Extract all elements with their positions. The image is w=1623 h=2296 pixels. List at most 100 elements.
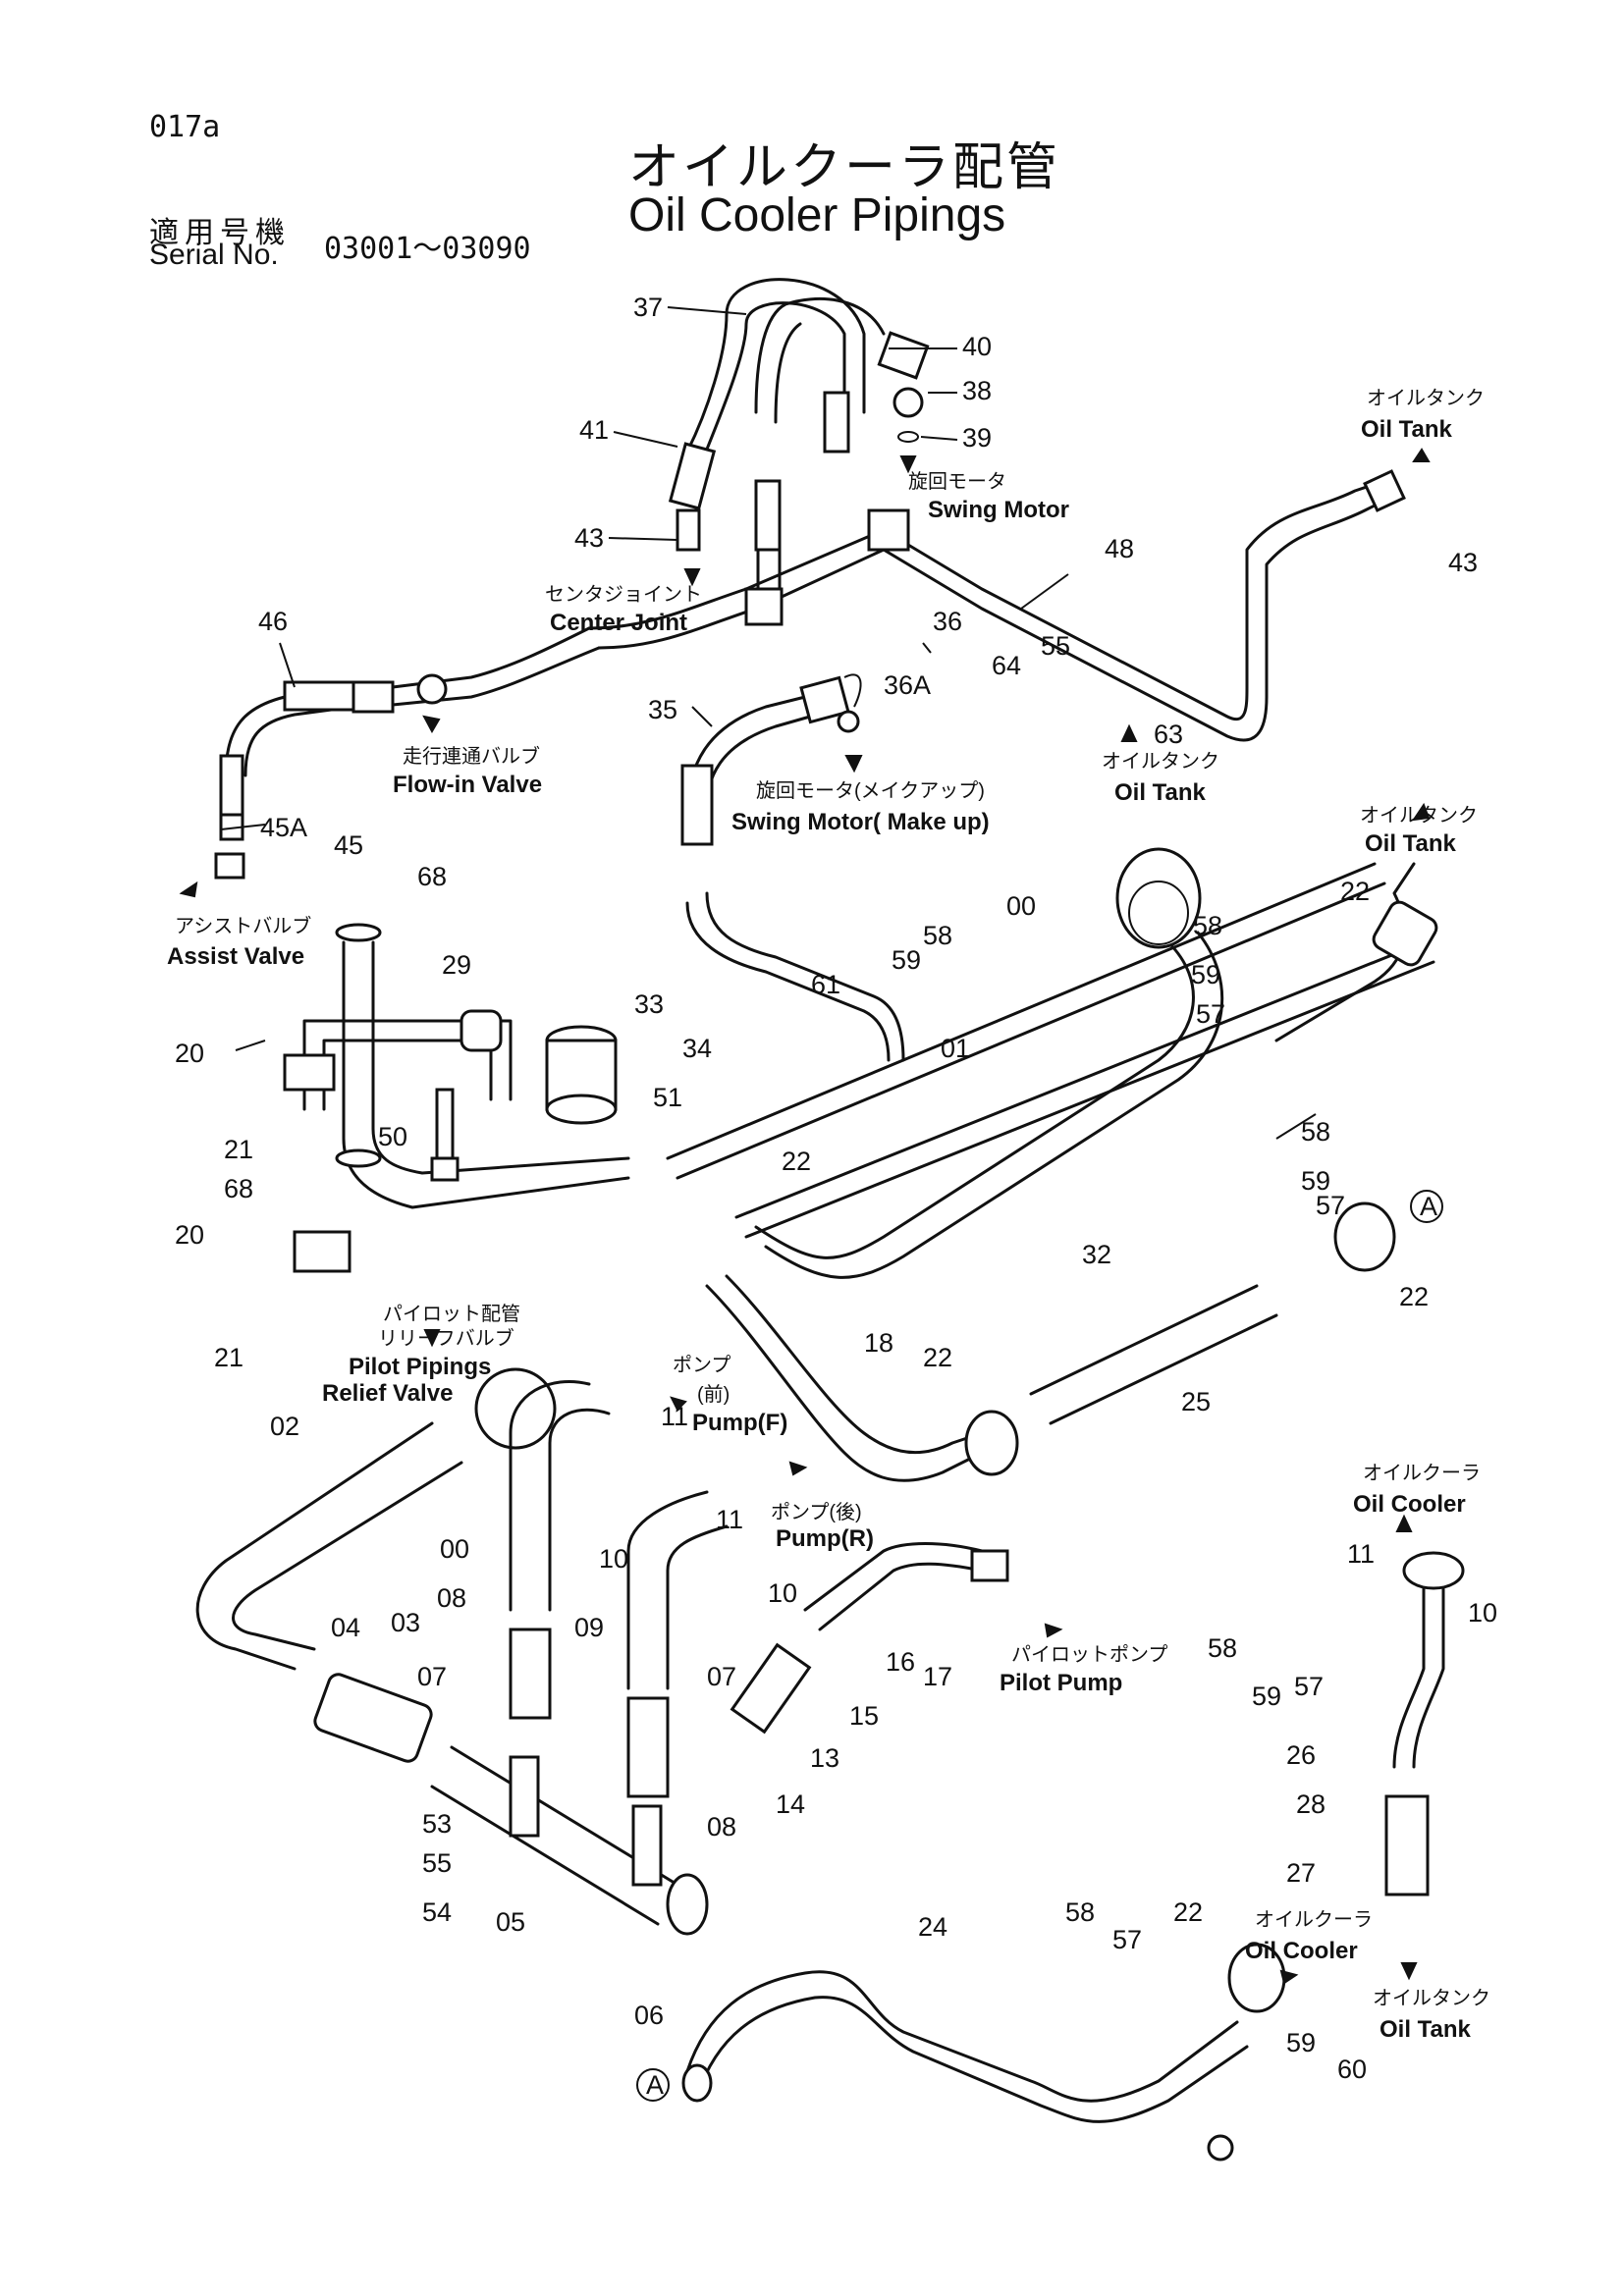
callout-58-a: 58 [923,921,952,950]
callout-36a: 36A [884,670,931,700]
callout-34: 34 [682,1034,712,1063]
callout-06: 06 [634,2001,664,2030]
serial-range: 03001～03090 [324,232,531,266]
callout-57-b: 57 [1316,1191,1345,1220]
oil-tank-2-label-jp: オイルタンク [1102,750,1219,773]
pump-f-label-jp-2: (前) [697,1383,730,1406]
callout-43-right: 43 [1448,548,1478,577]
pipe-22-upper [1274,862,1438,1042]
callout-35: 35 [648,695,677,724]
leader-lines [220,306,1317,1140]
pilot-relief-label-jp-2: リリーフバルブ [378,1326,514,1350]
callout-64: 64 [992,651,1021,680]
callout-40: 40 [962,332,992,361]
callout-17: 17 [923,1662,952,1691]
swing-motor-makeup-label-en: Swing Motor( Make up) [731,809,990,835]
title-english: Oil Cooler Pipings [628,189,1006,241]
marker-circle-a-left [636,2068,670,2102]
callout-22-b: 22 [1340,877,1370,906]
callout-10-a: 10 [599,1544,628,1574]
pipe-26 [1384,1551,1465,1896]
callout-22-e: 22 [1173,1897,1203,1927]
swing-motor-label-jp: 旋回モータ [908,470,1006,493]
callout-57-c: 57 [1294,1672,1324,1701]
oil-cooler-1-label-en: Oil Cooler [1353,1491,1466,1518]
pipe-18 [705,1201,1396,1482]
marker-circle-a-right [1410,1190,1443,1223]
pipe-15 [803,1542,1009,1631]
callout-59-a: 59 [892,945,921,975]
callout-51: 51 [653,1083,682,1112]
assist-valve-label-jp: アシストバルブ [175,914,311,937]
callout-11-b: 11 [716,1505,743,1534]
callout-07-left: 07 [417,1662,447,1691]
callout-13: 13 [810,1743,839,1773]
oil-tank-4-label-jp: オイルタンク [1373,1987,1490,2009]
hose-35 [680,673,905,1062]
pipe-02 [195,1367,557,1763]
hose-46 [214,626,601,880]
callout-58-b: 58 [1193,911,1222,940]
callout-33: 33 [634,989,664,1019]
marker-a-left-text: A [646,2070,664,2100]
oil-tank-3-label-en: Oil Tank [1365,830,1457,857]
center-joint-label-jp: センタジョイント [545,583,702,606]
callout-28: 28 [1296,1789,1325,1819]
serial-label-japanese: 適用号機 [149,216,291,250]
oil-cooler-2-label-jp: オイルクーラ [1255,1908,1373,1931]
pump-f-label-jp-1: ポンプ [673,1354,730,1376]
callout-26: 26 [1286,1740,1316,1770]
oil-cooler-1-label-jp: オイルクーラ [1363,1462,1481,1484]
callout-58-e: 58 [1065,1897,1095,1927]
callout-00-upper: 00 [1006,891,1036,921]
callout-02: 02 [270,1412,299,1441]
oil-tank-3-label-jp: オイルタンク [1360,804,1478,827]
hose-assembly-37 [668,278,930,591]
callout-57-a: 57 [1196,999,1225,1029]
callout-27: 27 [1286,1858,1316,1888]
callout-63: 63 [1154,720,1183,749]
pilot-pump-label-jp: パイロットポンプ [1011,1643,1167,1666]
callout-24: 24 [918,1912,947,1942]
page-code: 017a [149,110,221,144]
callout-59-b: 59 [1191,960,1220,989]
part-50 [430,1088,460,1182]
swing-motor-label-en: Swing Motor [928,497,1069,523]
callout-20-lower: 20 [175,1220,204,1250]
callout-01: 01 [941,1034,970,1063]
callout-55-lower: 55 [422,1848,452,1878]
callout-43-left: 43 [574,523,604,553]
oil-tank-4-label-en: Oil Tank [1380,2016,1472,2043]
oil-tank-1-label-en: Oil Tank [1361,416,1453,443]
flow-in-valve-label-jp: 走行連通バルブ [403,744,540,768]
hose-07 [509,1379,812,1798]
assist-valve-label-en: Assist Valve [167,943,304,970]
callout-15: 15 [849,1701,879,1731]
pump-r-label-en: Pump(R) [776,1525,874,1552]
callout-22-a: 22 [782,1147,811,1176]
callout-20-upper: 20 [175,1039,204,1068]
pipe-05 [430,1745,709,1936]
pilot-relief-label-jp-1: パイロット配管 [383,1303,520,1325]
pilot-pump-label-en: Pilot Pump [1000,1670,1122,1696]
pipe-01 [666,862,1435,1239]
callout-08-upper: 08 [437,1583,466,1613]
callout-45a: 45A [260,813,307,842]
swing-motor-makeup-label-jp: 旋回モータ(メイクアップ) [756,779,985,802]
callout-58-c: 58 [1301,1117,1330,1147]
title-japanese: オイルクーラ配管 [628,138,1061,197]
callout-03: 03 [391,1608,420,1637]
callout-32: 32 [1082,1240,1111,1269]
callout-37: 37 [633,293,663,322]
callout-45: 45 [334,830,363,860]
destination-labels: オイルタンク Oil Tank 旋回モータ Swing Motor センタジョイ… [167,387,1490,2043]
callout-50: 50 [378,1122,407,1151]
callout-05: 05 [496,1907,525,1937]
oil-tank-2-label-en: Oil Tank [1114,779,1207,806]
callout-60: 60 [1337,2055,1367,2084]
callout-18: 18 [864,1328,893,1358]
callout-59-d: 59 [1252,1682,1281,1711]
callout-10-b: 10 [768,1578,797,1608]
marker-a-right-text: A [1420,1192,1437,1221]
callout-54: 54 [422,1897,452,1927]
